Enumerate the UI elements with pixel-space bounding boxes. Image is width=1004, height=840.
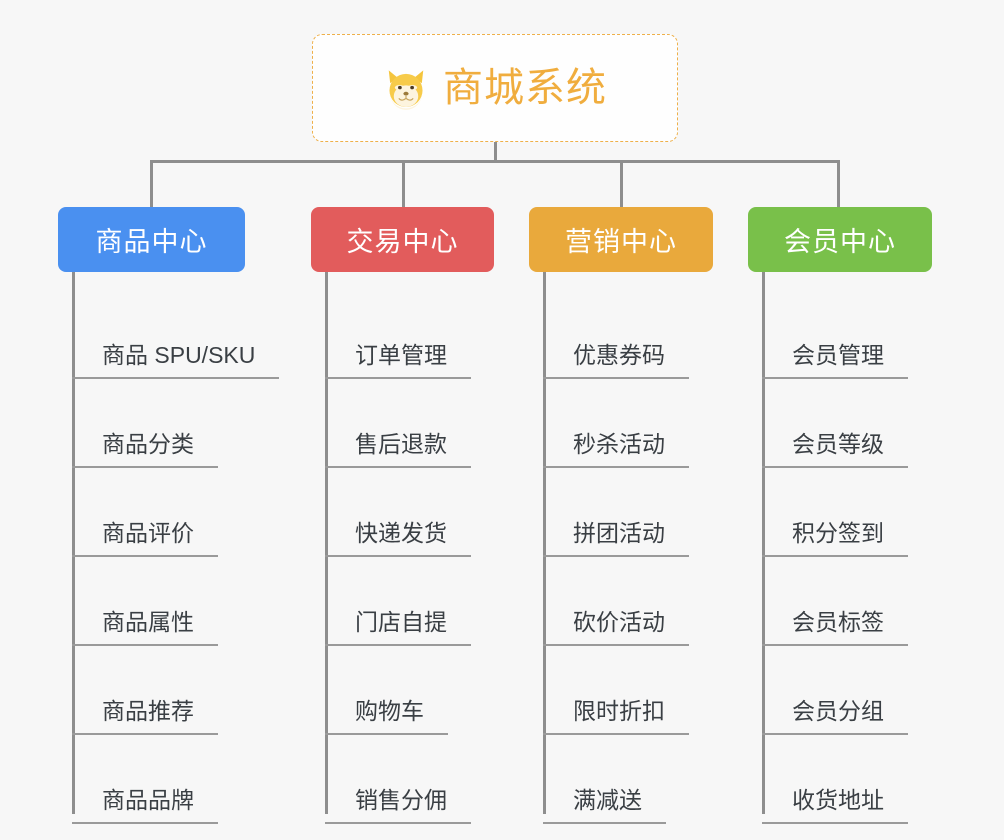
leaf-label: 商品推荐 [72, 698, 218, 735]
leaf-item[interactable]: 商品分类 [58, 379, 318, 468]
branch-column-2: 交易中心 订单管理 售后退款 快递发货 门店自提 购物车 销售分佣 [311, 207, 536, 824]
leaf-label: 拼团活动 [543, 520, 689, 557]
leaf-list-3: 优惠券码 秒杀活动 拼团活动 砍价活动 限时折扣 满减送 [529, 272, 754, 824]
leaf-item[interactable]: 商品品牌 [58, 735, 318, 824]
leaf-label: 销售分佣 [325, 787, 471, 824]
leaf-item[interactable]: 会员等级 [748, 379, 978, 468]
leaf-item[interactable]: 会员标签 [748, 557, 978, 646]
branch-header-4[interactable]: 会员中心 [748, 207, 932, 272]
leaf-item[interactable]: 砍价活动 [529, 557, 754, 646]
leaf-label: 收货地址 [762, 787, 908, 824]
leaf-item[interactable]: 拼团活动 [529, 468, 754, 557]
leaf-item[interactable]: 会员管理 [748, 290, 978, 379]
leaf-label: 商品属性 [72, 609, 218, 646]
leaf-label: 商品 SPU/SKU [72, 342, 280, 379]
connector-root-stem [494, 142, 497, 162]
leaf-label: 商品品牌 [72, 787, 218, 824]
leaf-item[interactable]: 门店自提 [311, 557, 536, 646]
leaf-item[interactable]: 积分签到 [748, 468, 978, 557]
root-node[interactable]: 商城系统 [312, 34, 678, 142]
leaf-item[interactable]: 优惠券码 [529, 290, 754, 379]
leaf-label: 会员标签 [762, 609, 908, 646]
branch-header-1[interactable]: 商品中心 [58, 207, 245, 272]
leaf-item[interactable]: 商品评价 [58, 468, 318, 557]
leaf-label: 售后退款 [325, 431, 471, 468]
leaf-label: 满减送 [543, 787, 666, 824]
leaf-item[interactable]: 会员分组 [748, 646, 978, 735]
leaf-item[interactable]: 订单管理 [311, 290, 536, 379]
connector-drop-3 [620, 160, 623, 208]
leaf-item[interactable]: 快递发货 [311, 468, 536, 557]
leaf-item[interactable]: 收货地址 [748, 735, 978, 824]
branch-header-3[interactable]: 营销中心 [529, 207, 713, 272]
leaf-label: 商品评价 [72, 520, 218, 557]
leaf-item[interactable]: 商品推荐 [58, 646, 318, 735]
leaf-label: 限时折扣 [543, 698, 689, 735]
leaf-label: 订单管理 [325, 342, 471, 379]
leaf-item[interactable]: 商品属性 [58, 557, 318, 646]
leaf-trunk-4 [762, 272, 765, 814]
leaf-trunk-2 [325, 272, 328, 814]
leaf-item[interactable]: 秒杀活动 [529, 379, 754, 468]
leaf-item[interactable]: 销售分佣 [311, 735, 536, 824]
branch-header-2[interactable]: 交易中心 [311, 207, 494, 272]
leaf-item[interactable]: 限时折扣 [529, 646, 754, 735]
leaf-item[interactable]: 满减送 [529, 735, 754, 824]
leaf-label: 商品分类 [72, 431, 218, 468]
connector-drop-2 [402, 160, 405, 208]
leaf-list-1: 商品 SPU/SKU 商品分类 商品评价 商品属性 商品推荐 商品品牌 [58, 272, 318, 824]
shiba-dog-face-icon [388, 70, 424, 110]
leaf-label: 购物车 [325, 698, 448, 735]
root-title: 商城系统 [443, 66, 607, 110]
connector-horizontal-bus [150, 160, 840, 163]
connector-drop-4 [837, 160, 840, 208]
branch-column-1: 商品中心 商品 SPU/SKU 商品分类 商品评价 商品属性 商品推荐 商品品牌 [58, 207, 318, 824]
leaf-item[interactable]: 购物车 [311, 646, 536, 735]
leaf-label: 会员分组 [762, 698, 908, 735]
leaf-list-2: 订单管理 售后退款 快递发货 门店自提 购物车 销售分佣 [311, 272, 536, 824]
leaf-item[interactable]: 售后退款 [311, 379, 536, 468]
leaf-label: 门店自提 [325, 609, 471, 646]
branch-column-3: 营销中心 优惠券码 秒杀活动 拼团活动 砍价活动 限时折扣 满减送 [529, 207, 754, 824]
leaf-trunk-3 [543, 272, 546, 814]
leaf-label: 积分签到 [762, 520, 908, 557]
leaf-label: 快递发货 [325, 520, 471, 557]
connector-drop-1 [150, 160, 153, 208]
leaf-label: 秒杀活动 [543, 431, 689, 468]
leaf-list-4: 会员管理 会员等级 积分签到 会员标签 会员分组 收货地址 [748, 272, 978, 824]
leaf-trunk-1 [72, 272, 75, 814]
leaf-label: 会员等级 [762, 431, 908, 468]
leaf-label: 优惠券码 [543, 342, 689, 379]
leaf-label: 会员管理 [762, 342, 908, 379]
leaf-item[interactable]: 商品 SPU/SKU [58, 290, 318, 379]
branch-column-4: 会员中心 会员管理 会员等级 积分签到 会员标签 会员分组 收货地址 [748, 207, 978, 824]
leaf-label: 砍价活动 [543, 609, 689, 646]
